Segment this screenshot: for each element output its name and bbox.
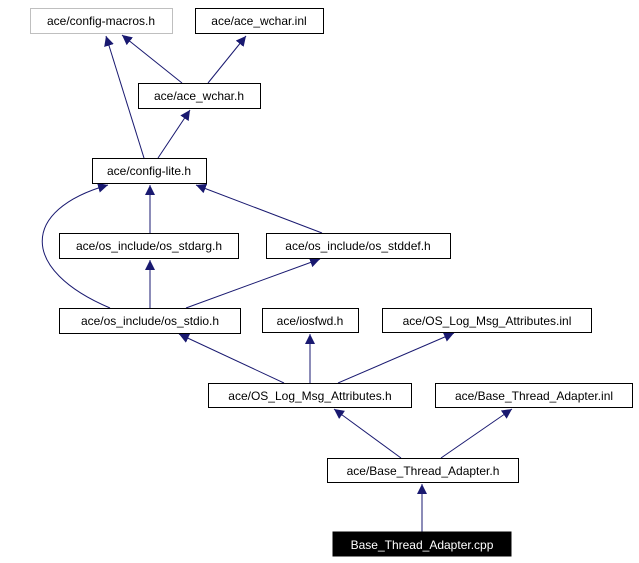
node-os-stddef[interactable]: ace/os_include/os_stddef.h	[266, 233, 451, 259]
edge-os-stdio-to-config-lite	[41, 182, 111, 309]
node-label: ace/config-lite.h	[107, 164, 191, 178]
edge-ace-wchar-h-to-ace-wchar-inl	[207, 35, 247, 84]
edge-os-stdio-to-os-stddef	[185, 257, 321, 309]
node-label: ace/Base_Thread_Adapter.h	[347, 464, 500, 478]
node-label: ace/OS_Log_Msg_Attributes.inl	[403, 314, 572, 328]
node-ace-wchar-inl[interactable]: ace/ace_wchar.inl	[195, 8, 324, 34]
node-label: ace/ace_wchar.h	[154, 89, 244, 103]
node-label: ace/os_include/os_stdio.h	[81, 314, 219, 328]
edge-oslma-h-to-os-stdio	[178, 333, 285, 384]
node-label: ace/OS_Log_Msg_Attributes.h	[228, 389, 391, 403]
node-label: ace/os_include/os_stddef.h	[285, 239, 430, 253]
node-label: ace/Base_Thread_Adapter.inl	[455, 389, 613, 403]
node-oslma-inl[interactable]: ace/OS_Log_Msg_Attributes.inl	[382, 308, 592, 333]
node-os-stdarg[interactable]: ace/os_include/os_stdarg.h	[59, 233, 239, 259]
node-bta-h[interactable]: ace/Base_Thread_Adapter.h	[327, 458, 519, 483]
node-root-file: Base_Thread_Adapter.cpp	[332, 531, 512, 557]
edge-bta-h-to-oslma-h	[333, 408, 402, 459]
node-label: ace/os_include/os_stdarg.h	[76, 239, 222, 253]
node-bta-inl[interactable]: ace/Base_Thread_Adapter.inl	[435, 383, 633, 408]
node-label: ace/iosfwd.h	[277, 314, 344, 328]
edge-oslma-h-to-oslma-inl	[337, 332, 455, 384]
node-label: ace/config-macros.h	[47, 14, 155, 28]
node-oslma-h[interactable]: ace/OS_Log_Msg_Attributes.h	[208, 383, 412, 408]
node-label: ace/ace_wchar.inl	[211, 14, 306, 28]
node-ace-wchar-h[interactable]: ace/ace_wchar.h	[138, 83, 261, 109]
edge-config-lite-to-ace-wchar-h	[157, 109, 191, 159]
edge-config-lite-to-config-macros	[104, 35, 145, 159]
node-os-stdio[interactable]: ace/os_include/os_stdio.h	[59, 308, 241, 334]
edge-os-stddef-to-config-lite	[195, 183, 323, 234]
node-config-lite[interactable]: ace/config-lite.h	[92, 158, 207, 184]
node-config-macros[interactable]: ace/config-macros.h	[30, 8, 173, 34]
node-iosfwd[interactable]: ace/iosfwd.h	[262, 308, 359, 333]
node-label: Base_Thread_Adapter.cpp	[351, 538, 494, 552]
edges	[41, 34, 513, 532]
edge-ace-wchar-h-to-config-macros	[121, 34, 183, 84]
edge-bta-h-to-bta-inl	[440, 408, 513, 459]
